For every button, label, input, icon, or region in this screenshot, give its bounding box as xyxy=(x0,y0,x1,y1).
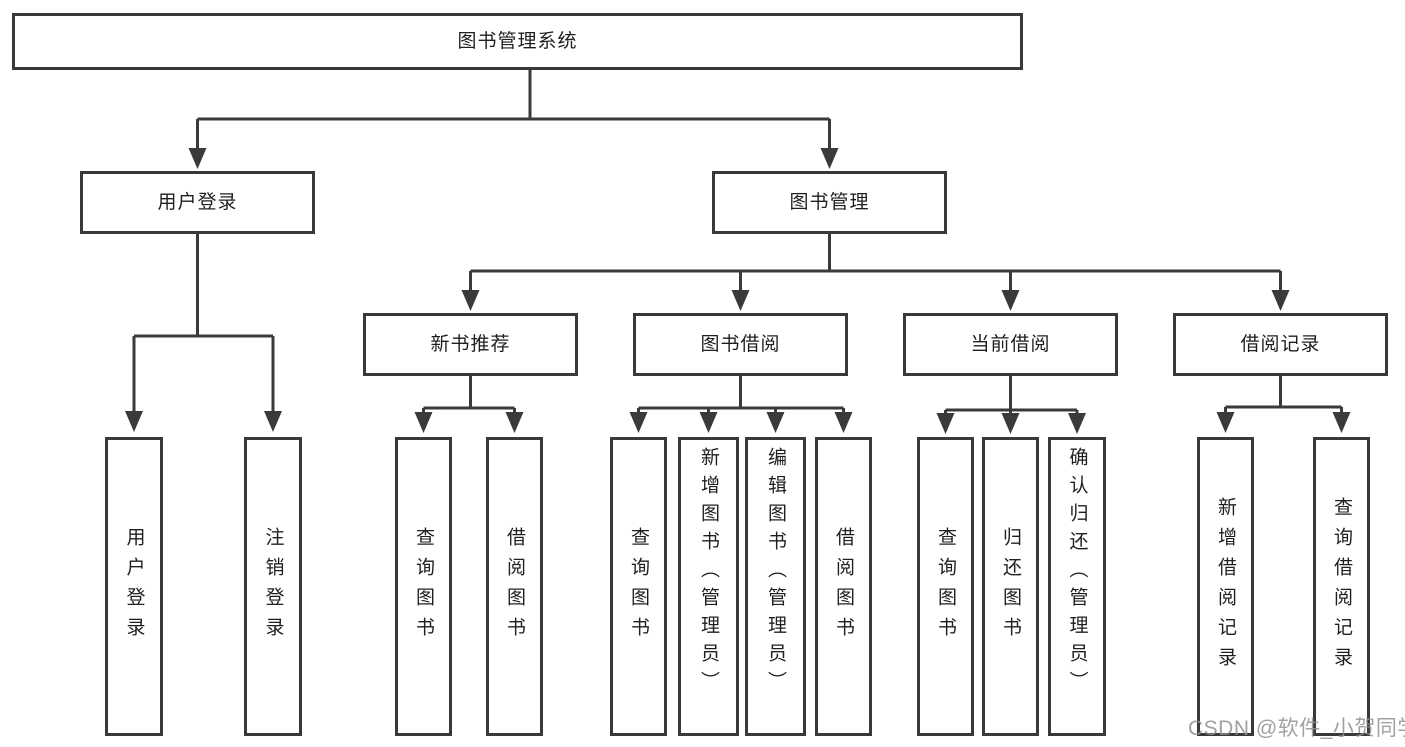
arrowheads xyxy=(125,148,1351,434)
leaf-return-books-label: 归还图书 xyxy=(1000,526,1021,647)
node-current-borrow: 当前借阅 xyxy=(903,313,1118,376)
node-book-management-label: 图书管理 xyxy=(789,192,870,213)
leaf-return-books: 归还图书 xyxy=(982,437,1039,736)
node-user-login-label: 用户登录 xyxy=(157,192,238,213)
leaf-query-borrow-record: 查询借阅记录 xyxy=(1313,437,1370,736)
leaf-borrow-borrow-books: 借阅图书 xyxy=(815,437,872,736)
leaf-current-query-books-label: 查询图书 xyxy=(935,526,956,647)
csdn-watermark: CSDN @软件_小贺同学 xyxy=(1188,717,1405,740)
node-new-book-recommend: 新书推荐 xyxy=(363,313,578,376)
leaf-confirm-return-admin: 确认归还（管理员） xyxy=(1048,437,1106,736)
leaf-borrow-borrow-books-label: 借阅图书 xyxy=(833,526,854,647)
node-borrow-records: 借阅记录 xyxy=(1173,313,1388,376)
node-user-login: 用户登录 xyxy=(80,171,315,234)
leaf-borrow-query-books: 查询图书 xyxy=(610,437,667,736)
leaf-edit-books-admin-label: 编辑图书（管理员） xyxy=(765,447,786,699)
leaf-user-login-label: 用户登录 xyxy=(123,526,145,647)
leaf-current-query-books: 查询图书 xyxy=(917,437,974,736)
leaf-edit-books-admin: 编辑图书（管理员） xyxy=(745,437,806,736)
leaf-confirm-return-admin-label: 确认归还（管理员） xyxy=(1066,447,1088,699)
leaf-rec-borrow-books: 借阅图书 xyxy=(486,437,543,736)
node-book-borrow-label: 图书借阅 xyxy=(700,334,781,355)
leaf-rec-query-books: 查询图书 xyxy=(395,437,452,736)
leaf-query-borrow-record-label: 查询借阅记录 xyxy=(1331,496,1352,677)
node-book-management: 图书管理 xyxy=(712,171,947,234)
node-new-book-recommend-label: 新书推荐 xyxy=(430,334,511,355)
leaf-logout: 注销登录 xyxy=(244,437,302,736)
node-current-borrow-label: 当前借阅 xyxy=(970,334,1051,355)
leaf-add-borrow-record-label: 新增借阅记录 xyxy=(1215,496,1236,677)
leaf-user-login: 用户登录 xyxy=(105,437,163,736)
leaf-add-borrow-record: 新增借阅记录 xyxy=(1197,437,1254,736)
node-borrow-records-label: 借阅记录 xyxy=(1240,334,1321,355)
leaf-add-books-admin: 新增图书（管理员） xyxy=(678,437,739,736)
leaf-borrow-query-books-label: 查询图书 xyxy=(628,526,649,647)
node-root: 图书管理系统 xyxy=(12,13,1023,70)
leaf-logout-label: 注销登录 xyxy=(262,526,284,647)
leaf-rec-borrow-books-label: 借阅图书 xyxy=(504,526,525,647)
node-root-label: 图书管理系统 xyxy=(457,31,578,52)
leaf-add-books-admin-label: 新增图书（管理员） xyxy=(698,447,719,699)
leaf-rec-query-books-label: 查询图书 xyxy=(413,526,434,647)
node-book-borrow: 图书借阅 xyxy=(633,313,848,376)
